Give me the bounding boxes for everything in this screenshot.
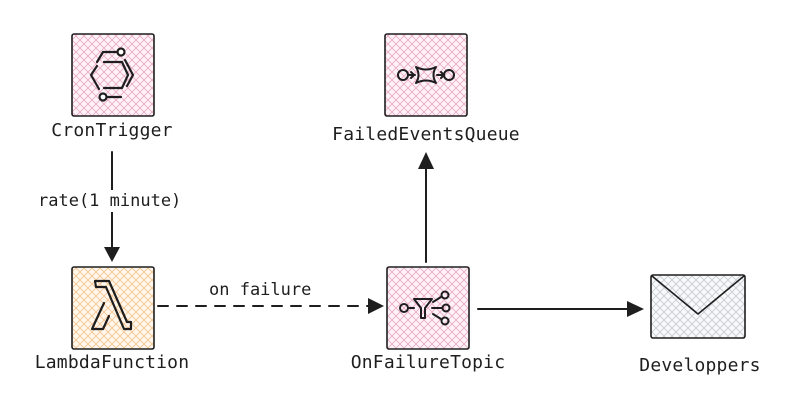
label-cron-trigger: CronTrigger [51,120,173,141]
edge-topic-to-queue [418,152,434,263]
node-failed-events-queue[interactable] [384,33,468,117]
email-envelope-icon [650,274,746,339]
edge-label-rate: rate(1 minute) [36,190,184,212]
edge-lambda-to-topic [157,298,384,314]
sns-topic-icon [399,290,451,326]
node-on-failure-topic[interactable] [386,266,470,350]
lambda-icon [90,279,133,331]
label-lambda-function: LambdaFunction [34,352,190,373]
eventbridge-scheduler-icon [89,47,135,102]
node-cron-trigger[interactable] [71,33,155,117]
edge-topic-to-devs [477,301,644,317]
label-failed-events-queue: FailedEventsQueue [332,124,520,145]
node-lambda-function[interactable] [71,266,155,350]
label-on-failure-topic: OnFailureTopic [350,352,506,373]
edge-label-on-failure: on failure [207,279,314,301]
node-developpers[interactable] [650,274,746,339]
sqs-queue-icon [397,66,455,84]
label-developpers: Developpers [639,355,761,376]
